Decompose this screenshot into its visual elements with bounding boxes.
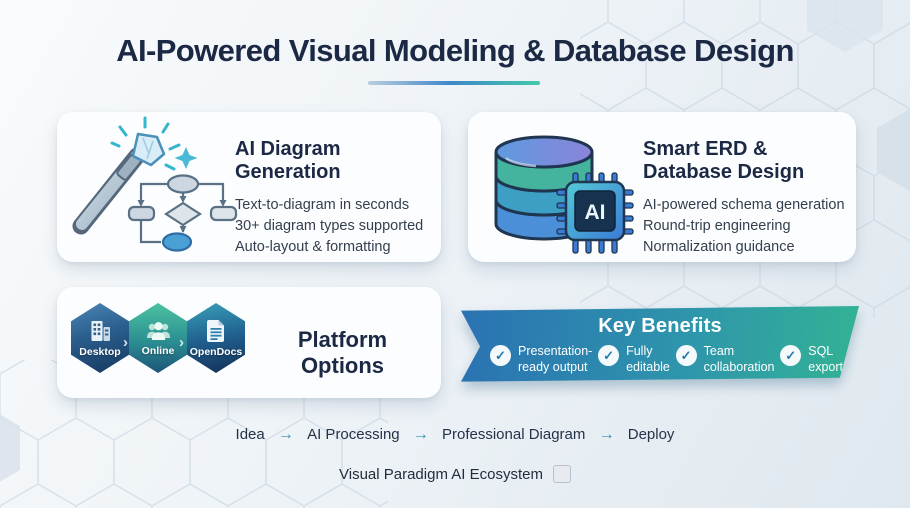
building-icon — [91, 320, 110, 341]
check-icon: ✓ — [598, 345, 620, 366]
flow-step-professional-diagram: Professional Diagram — [441, 426, 586, 443]
feature-line: Auto-layout & formatting — [235, 238, 391, 255]
feature-line: Round-trip engineering — [643, 218, 791, 235]
process-flow: Idea → AI Processing → Professional Diag… — [0, 426, 910, 444]
benefit-line: ready output — [518, 360, 588, 375]
benefit-line: Team — [703, 344, 735, 358]
people-icon — [146, 322, 170, 340]
database-ai-chip-icon: AI — [478, 118, 640, 265]
hexagon-badge-opendocs: OpenDocs — [187, 303, 245, 373]
benefit-line: export — [808, 360, 843, 375]
flow-arrow-icon: → — [412, 426, 429, 443]
footer: Visual Paradigm AI Ecosystem — [0, 465, 910, 483]
badge-label: OpenDocs — [189, 346, 243, 358]
benefit-item: ✓ Fully editable — [598, 343, 670, 376]
benefit-line: SQL — [808, 344, 834, 358]
card-ai-diagram-generation: AI Diagram Generation Text-to-diagram in… — [57, 112, 441, 262]
hexagon-badge-desktop: Desktop — [71, 303, 129, 373]
check-icon: ✓ — [675, 345, 697, 366]
flow-step-deploy: Deploy — [627, 426, 675, 443]
card-title-platform-options: Platform Options — [297, 327, 388, 378]
logo-placeholder-box[interactable] — [552, 465, 571, 483]
key-benefits-banner: Key Benefits ✓ Presentation- ready outpu… — [461, 306, 859, 384]
footer-label: Visual Paradigm AI Ecosystem — [339, 465, 543, 483]
feature-line: Text-to-diagram in seconds — [235, 197, 410, 214]
badge-label: Online — [141, 345, 175, 357]
card-title-ai-diagram: AI Diagram Generation — [235, 138, 341, 184]
check-icon: ✓ — [490, 345, 511, 366]
flow-step-idea: Idea — [235, 426, 265, 443]
feature-line: AI-powered schema generation — [643, 197, 845, 214]
page-title: AI-Powered Visual Modeling & Database De… — [116, 33, 794, 68]
chevron-right-icon: › — [123, 334, 128, 351]
benefit-line: Fully — [626, 344, 653, 358]
flow-step-ai-processing: AI Processing — [307, 426, 400, 443]
check-icon: ✓ — [780, 345, 802, 366]
benefit-item: ✓ SQL export — [780, 343, 843, 376]
feature-line: 30+ diagram types supported — [235, 218, 424, 235]
benefit-item: ✓ Presentation- ready output — [490, 343, 592, 376]
benefit-item: ✓ Team collaboration — [675, 343, 775, 376]
platform-badges: Desktop › Online › — [71, 303, 245, 373]
benefit-line: collaboration — [703, 360, 775, 375]
flow-arrow-icon: → — [277, 426, 294, 443]
feature-line: Normalization guidance — [643, 238, 795, 255]
card-platform-options: Desktop › Online › — [57, 287, 441, 398]
flow-arrow-icon: → — [598, 426, 615, 443]
card-smart-erd: AI Smart ERD & Database Design AI-powere… — [468, 112, 856, 262]
card-title-smart-erd: Smart ERD & Database Design — [643, 138, 805, 184]
banner-title: Key Benefits — [598, 315, 722, 337]
chevron-right-icon: › — [179, 334, 184, 351]
magic-wand-flowchart-icon — [63, 114, 243, 265]
document-icon — [206, 320, 224, 342]
benefit-line: editable — [626, 360, 670, 375]
ai-chip-label: AI — [585, 201, 606, 224]
benefit-line: Presentation- — [518, 344, 593, 358]
badge-label: Desktop — [79, 345, 121, 358]
title-underline-decoration — [368, 81, 540, 85]
